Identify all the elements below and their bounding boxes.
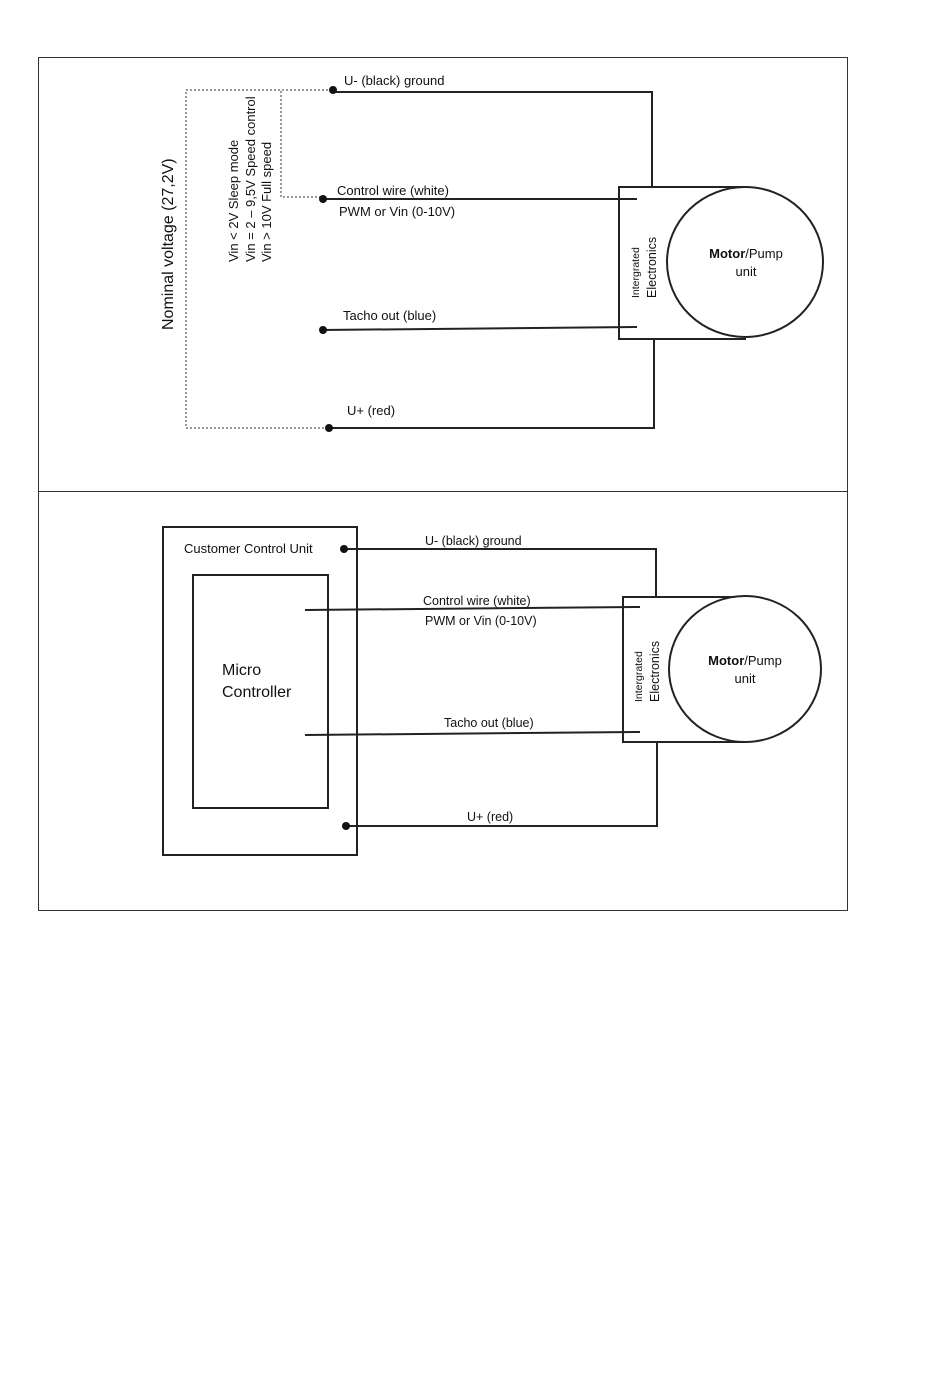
bottom-panel-frame — [38, 491, 848, 911]
bottom-panel: Customer Control Unit Micro Controller U… — [162, 526, 822, 856]
tacho-terminal — [319, 326, 327, 334]
micro-controller-box — [192, 574, 329, 809]
ground-wire — [344, 548, 657, 597]
supply-terminal — [342, 822, 350, 830]
tacho-wire — [304, 731, 641, 736]
mode-line-1: Vin < 2V Sleep mode — [226, 140, 241, 262]
ground-wire — [332, 91, 653, 187]
electronics-label-1: Intergrated — [630, 247, 642, 298]
nominal-voltage-bracket — [185, 89, 332, 429]
nominal-voltage-label: Nominal voltage (27,2V) — [160, 158, 177, 330]
motor-pump-label-2: unit — [735, 671, 756, 686]
supply-terminal — [325, 424, 333, 432]
electronics-box — [622, 596, 746, 743]
motor-pump-circle — [668, 595, 822, 743]
control-wire-label: Control wire (white) — [423, 594, 531, 608]
motor-pump-label: Motor/Pump — [709, 246, 783, 261]
modes-bracket — [280, 89, 332, 198]
electronics-label-2: Electronics — [645, 237, 659, 298]
supply-wire-label: U+ (red) — [467, 810, 513, 824]
tacho-wire-label: Tacho out (blue) — [444, 716, 534, 730]
top-panel: Nominal voltage (27,2V) Vin < 2V Sleep m… — [160, 73, 824, 432]
mode-line-2: Vin = 2 – 9,5V Speed control — [243, 96, 258, 262]
control-wire-sublabel: PWM or Vin (0-10V) — [339, 204, 455, 219]
control-wire-label: Control wire (white) — [337, 183, 449, 198]
tacho-wire — [321, 326, 638, 331]
electronics-box — [618, 186, 746, 340]
supply-wire — [328, 340, 655, 429]
ground-terminal — [329, 86, 337, 94]
ground-terminal — [340, 545, 348, 553]
motor-pump-label: Motor/Pump — [708, 653, 782, 668]
tacho-wire-label: Tacho out (blue) — [343, 308, 436, 323]
control-terminal — [319, 195, 327, 203]
motor-pump-label-2: unit — [736, 264, 757, 279]
mode-line-3: Vin > 10V Full speed — [259, 142, 274, 262]
control-wire — [304, 606, 641, 611]
electronics-label-1: Intergrated — [633, 651, 645, 702]
micro-controller-label-2: Controller — [222, 684, 292, 701]
supply-wire-label: U+ (red) — [347, 403, 395, 418]
ground-wire-label: U- (black) ground — [344, 73, 444, 88]
motor-pump-circle — [666, 186, 824, 338]
supply-wire — [346, 743, 658, 827]
customer-control-unit-label: Customer Control Unit — [184, 541, 313, 556]
customer-control-unit-box — [162, 526, 358, 856]
control-wire-sublabel: PWM or Vin (0-10V) — [425, 614, 537, 628]
ground-wire-label: U- (black) ground — [425, 534, 522, 548]
electronics-label-2: Electronics — [648, 641, 662, 702]
micro-controller-label-1: Micro — [222, 662, 261, 679]
